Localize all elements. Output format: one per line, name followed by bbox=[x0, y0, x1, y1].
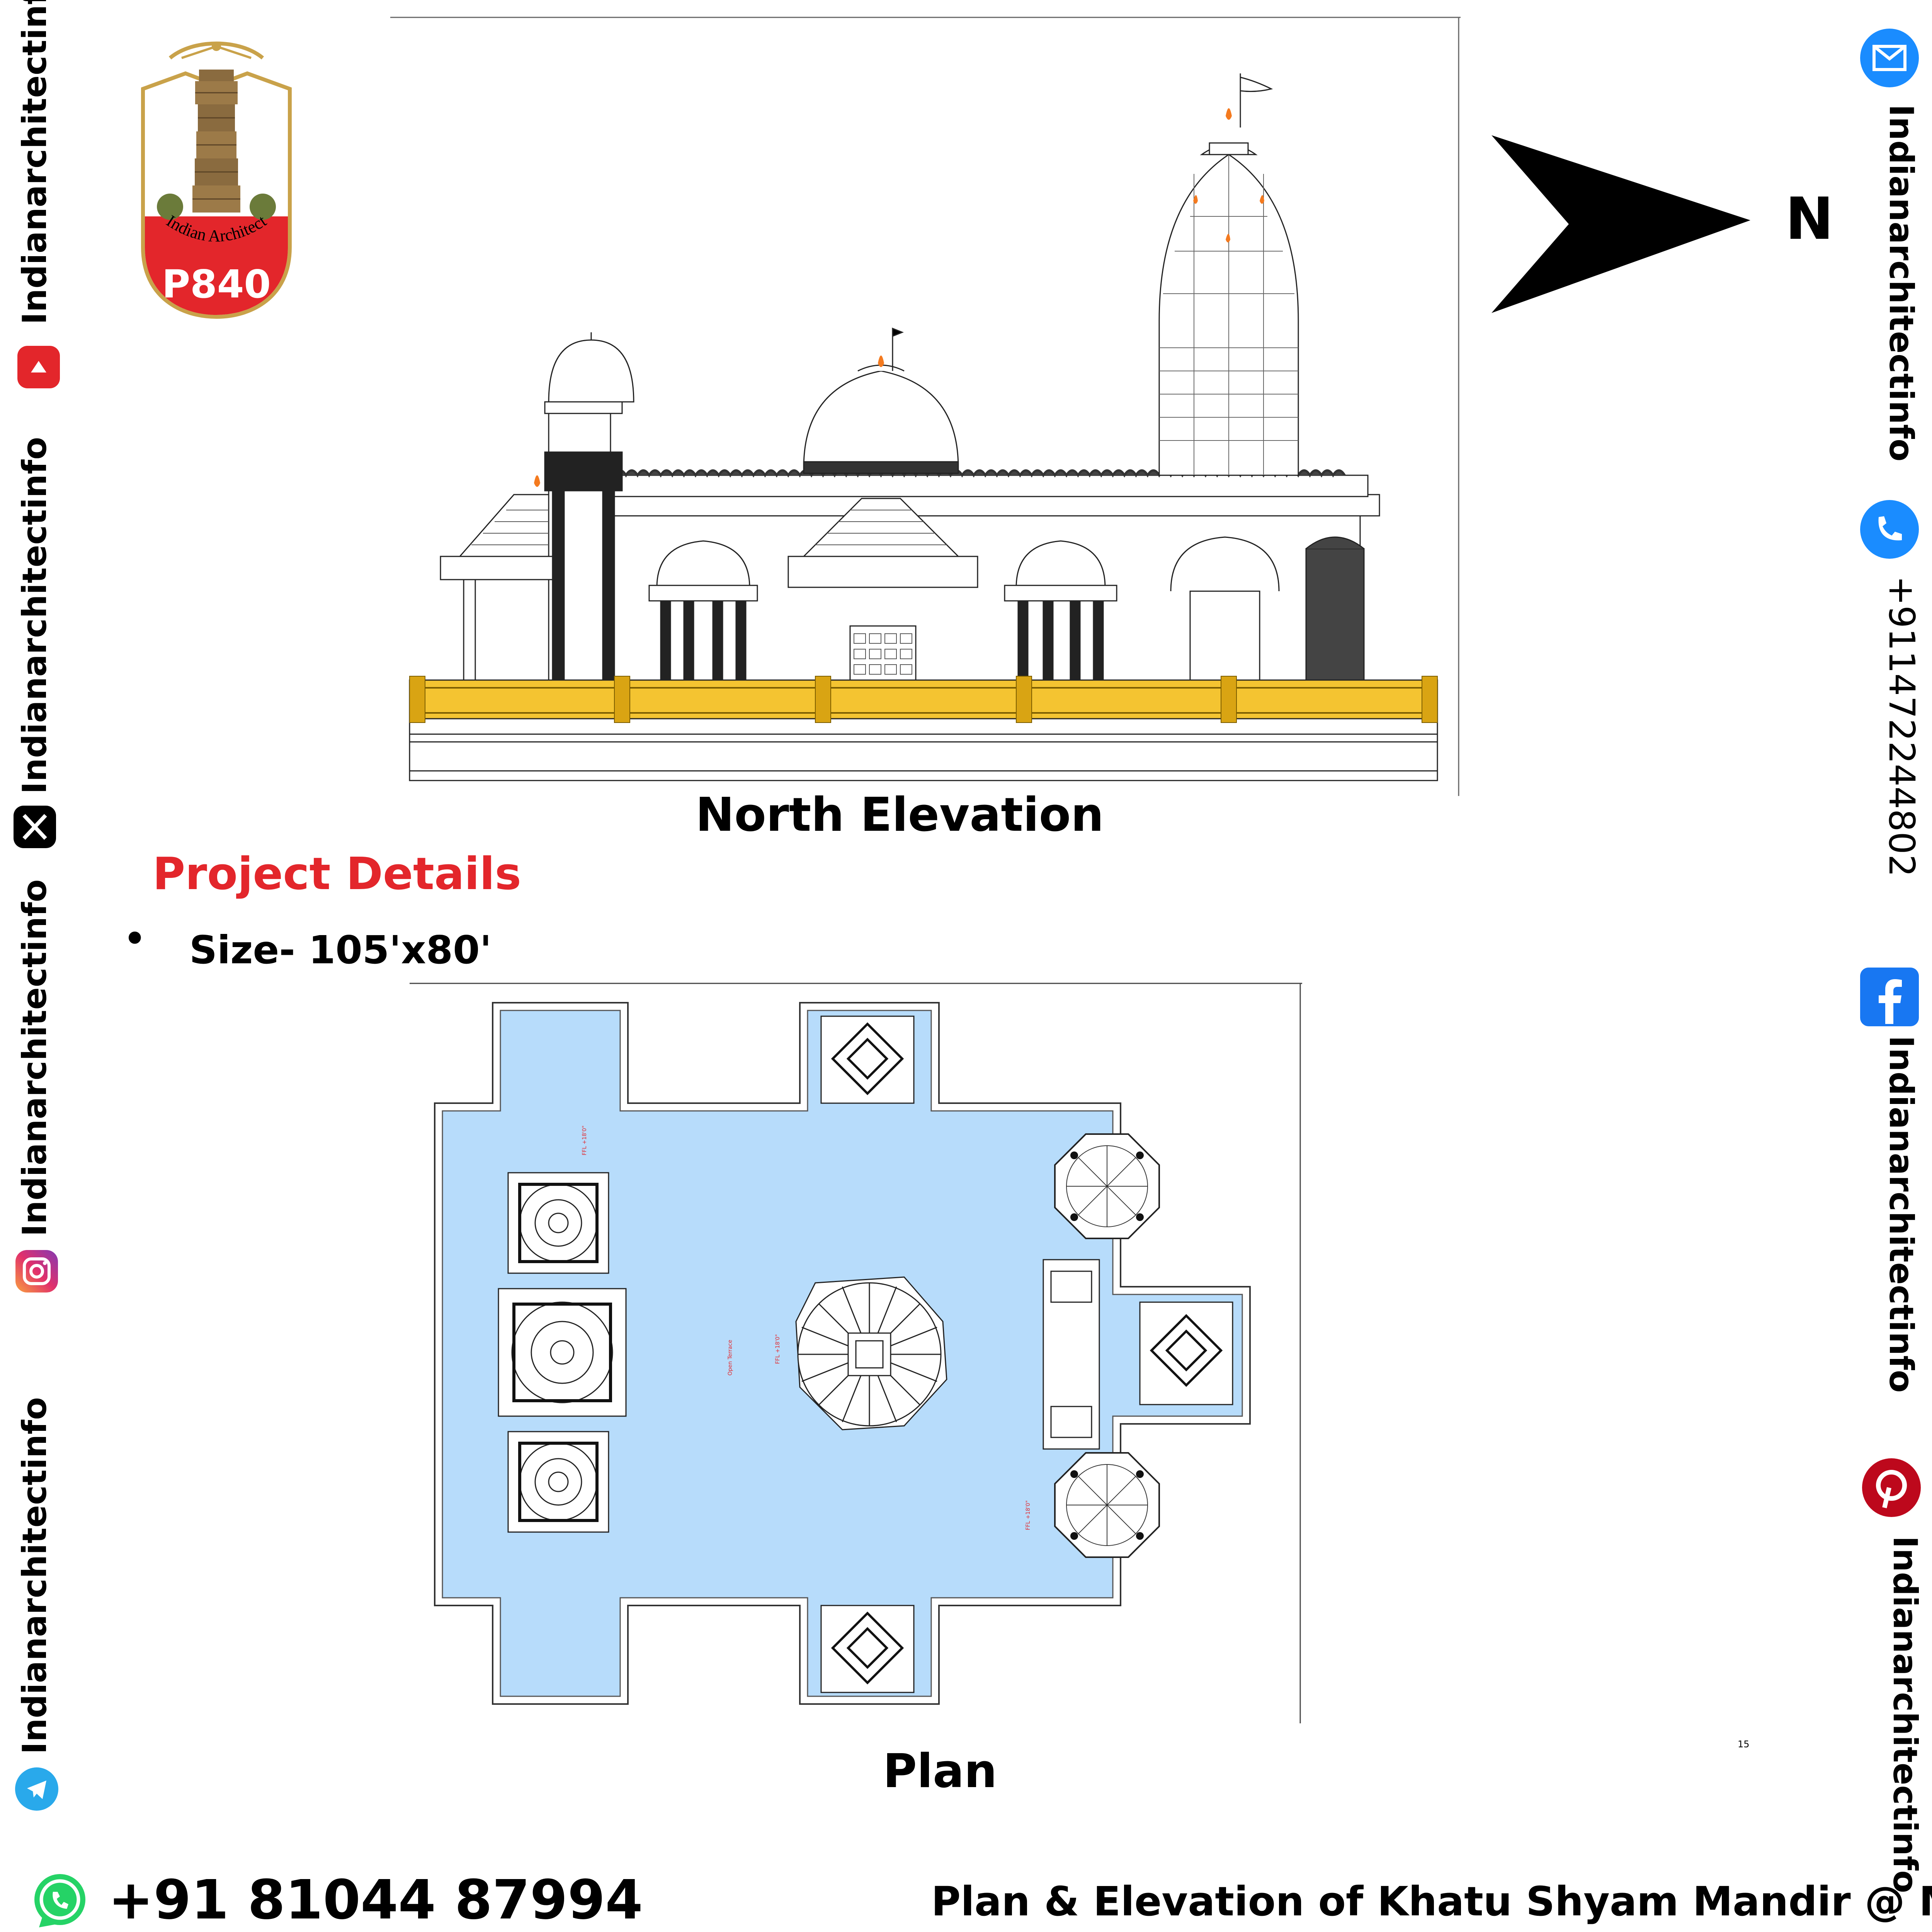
plan-ffl-label-2: FFL +18'0" bbox=[775, 1334, 781, 1364]
email-icon[interactable] bbox=[1859, 27, 1920, 89]
elevation-title: North Elevation bbox=[696, 788, 1104, 842]
phone-icon[interactable] bbox=[1859, 498, 1920, 560]
north-arrow-icon bbox=[1492, 135, 1750, 313]
project-size: Size- 105'x80' bbox=[189, 927, 492, 973]
footer-phone[interactable]: +91 81044 87994 bbox=[108, 1869, 643, 1932]
bullet-icon: • bbox=[124, 918, 146, 959]
brand-logo: Indian Architect P840 bbox=[141, 41, 292, 319]
page-number: 15 bbox=[1738, 1739, 1750, 1750]
youtube-icon[interactable] bbox=[15, 344, 62, 390]
facebook-icon[interactable] bbox=[1859, 966, 1920, 1028]
whatsapp-icon[interactable] bbox=[29, 1870, 91, 1932]
plan-open-terrace-label: Open Terrace bbox=[727, 1340, 733, 1376]
x-icon[interactable] bbox=[12, 804, 58, 850]
telegram-icon[interactable] bbox=[14, 1766, 60, 1812]
instagram-icon[interactable] bbox=[14, 1248, 60, 1294]
plan-ffl-label-1: FFL +18'0" bbox=[582, 1125, 588, 1155]
pinterest-icon[interactable] bbox=[1861, 1457, 1922, 1519]
logo-code: P840 bbox=[162, 262, 271, 307]
plan-title: Plan bbox=[883, 1745, 997, 1798]
plan-ffl-label-3: FFL +18'0" bbox=[1025, 1500, 1031, 1530]
north-label: N bbox=[1785, 185, 1834, 253]
project-details-heading: Project Details bbox=[153, 848, 521, 900]
footer-caption: Plan & Elevation of Khatu Shyam Mandir @… bbox=[931, 1878, 1932, 1925]
